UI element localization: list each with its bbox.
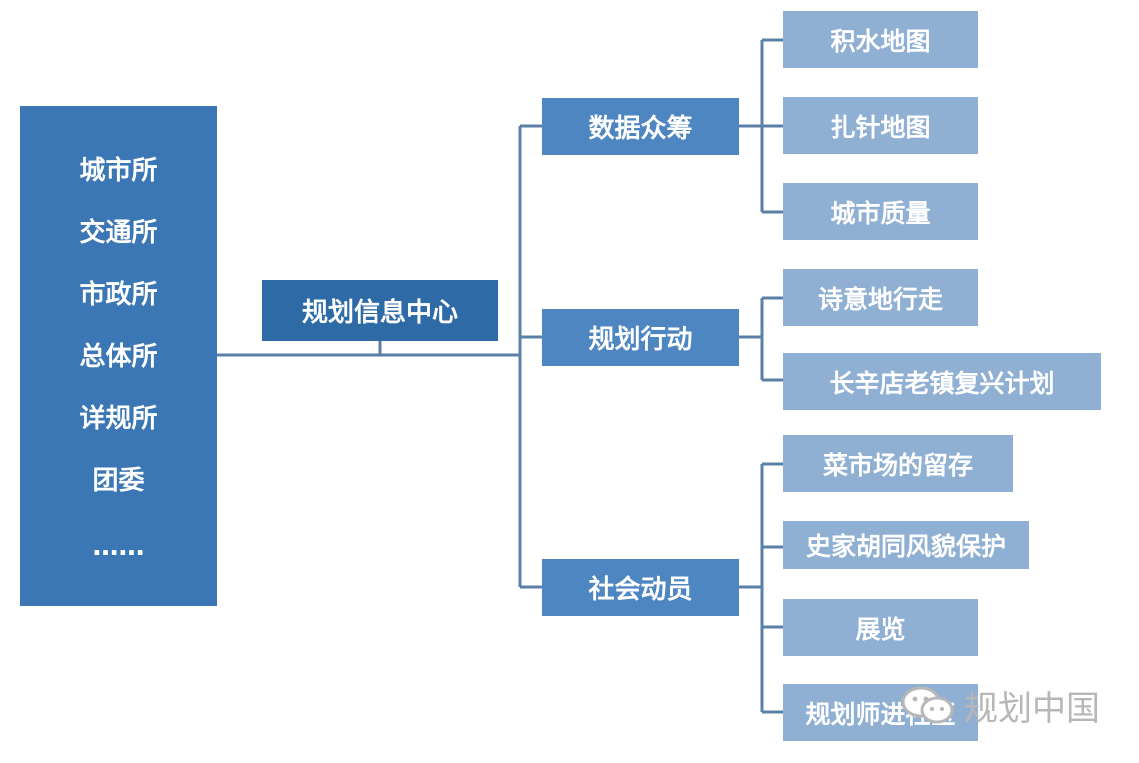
- leaf-node: 城市质量: [783, 183, 978, 240]
- watermark: 规划中国: [900, 680, 1100, 730]
- wechat-icon: [901, 686, 954, 724]
- leaf-node: 长辛店老镇复兴计划: [783, 353, 1101, 410]
- leaf-node: 积水地图: [783, 11, 978, 68]
- leaf-node: 展览: [783, 599, 978, 656]
- branch-node-social-mobilization: 社会动员: [542, 559, 739, 616]
- department-item: 交通所: [79, 218, 158, 248]
- leaf-node: 史家胡同风貌保护: [783, 521, 1029, 569]
- watermark-text: 规划中国: [964, 688, 1100, 729]
- center-node: 规划信息中心: [262, 280, 498, 341]
- department-item: 团委: [92, 466, 145, 496]
- branch-node-data-crowdsourcing: 数据众筹: [542, 98, 739, 155]
- department-item-ellipsis: ……: [92, 532, 145, 562]
- department-item: 总体所: [79, 342, 158, 372]
- branch-node-planning-action: 规划行动: [542, 309, 739, 366]
- department-item: 市政所: [79, 280, 158, 310]
- leaf-node: 扎针地图: [783, 97, 978, 154]
- leaf-node: 菜市场的留存: [783, 435, 1013, 492]
- leaf-node: 诗意地行走: [783, 269, 978, 326]
- department-item: 城市所: [79, 156, 158, 186]
- department-list-panel: 城市所 交通所 市政所 总体所 详规所 团委 ……: [20, 106, 217, 606]
- department-item: 详规所: [79, 404, 158, 434]
